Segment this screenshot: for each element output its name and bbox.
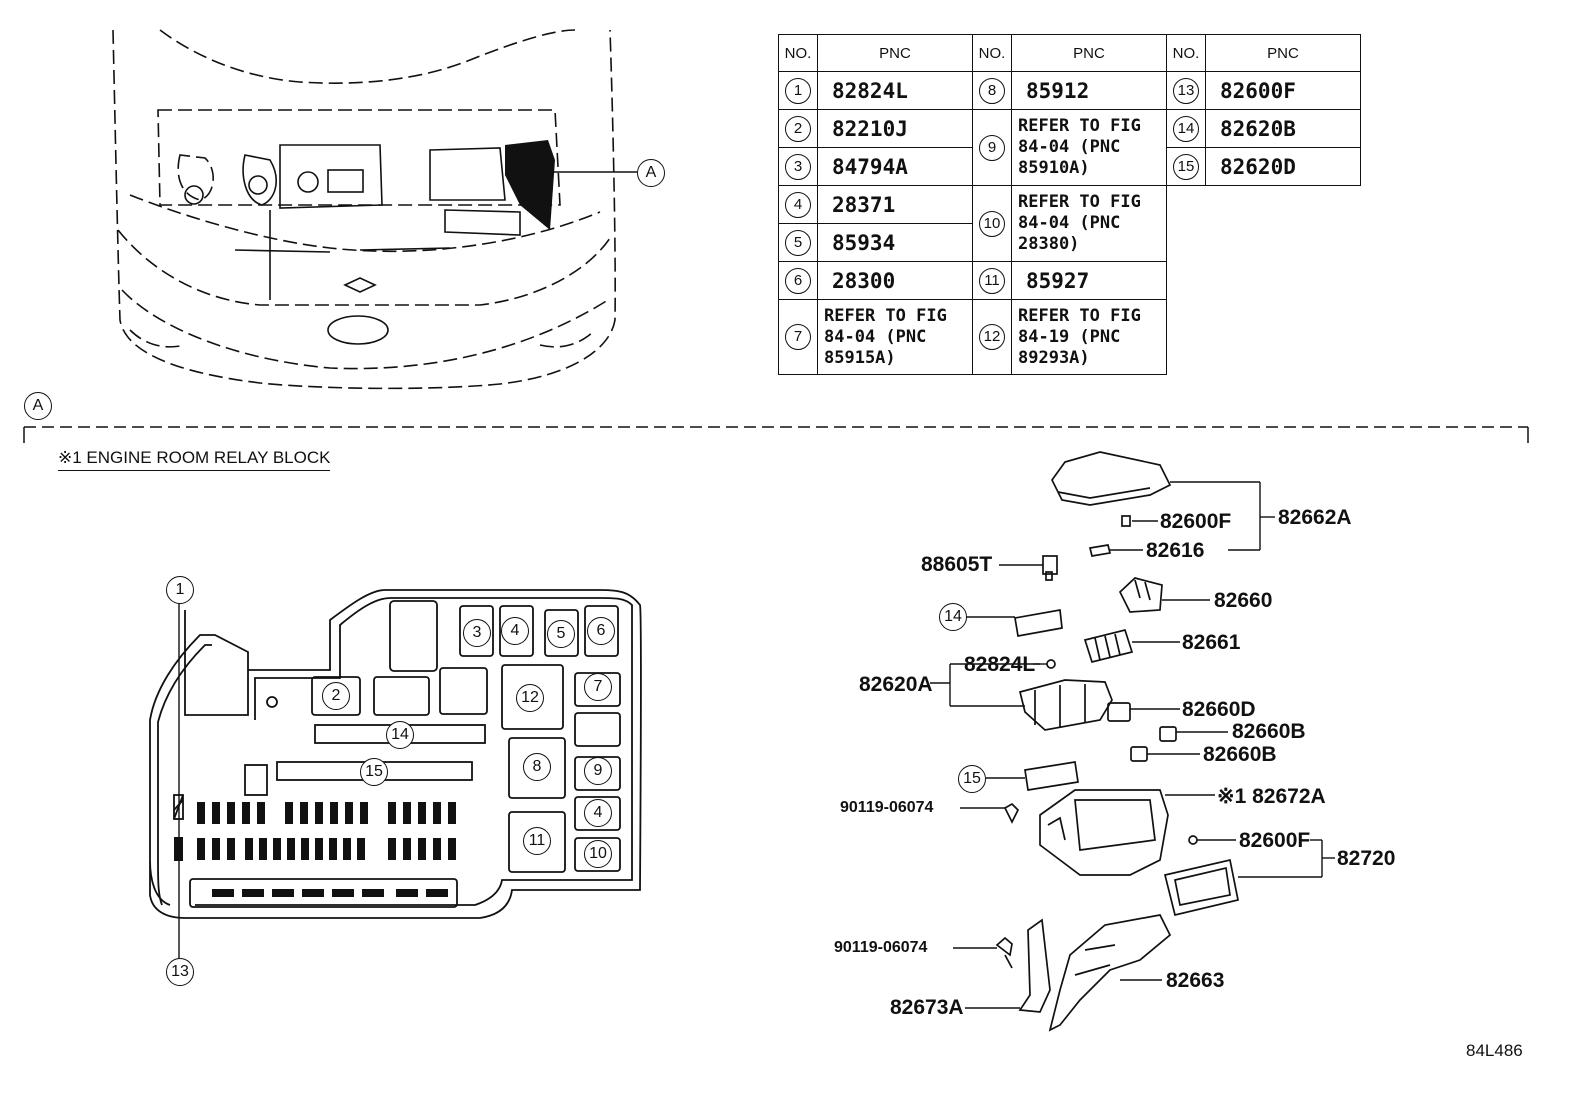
item-number: 1 (778, 71, 818, 110)
pnc-value: 82210J (817, 109, 973, 148)
callout-7: 7 (584, 673, 612, 701)
callout-13: 13 (166, 958, 194, 986)
callout-15-exploded: 15 (958, 765, 986, 793)
pnc-value: 28371 (817, 185, 973, 224)
label-82824L: 82824L (964, 653, 1036, 676)
callout-4: 4 (501, 617, 529, 645)
callout-9: 9 (584, 757, 612, 785)
relay-block-title: ※1 ENGINE ROOM RELAY BLOCK (58, 448, 331, 471)
item-number: 14 (1166, 109, 1206, 148)
callout-14: 14 (386, 721, 414, 749)
pnc-value: 85927 (1011, 261, 1167, 300)
label-82660: 82660 (1214, 589, 1273, 612)
header-pnc: PNC (1205, 34, 1361, 72)
label-88605T: 88605T (921, 553, 993, 576)
callout-6: 6 (587, 617, 615, 645)
item-number: 2 (778, 109, 818, 148)
pnc-reference: REFER TO FIG 84-04 (PNC 85910A) (1011, 109, 1167, 186)
pnc-value: 85934 (817, 223, 973, 262)
callout-8: 8 (523, 753, 551, 781)
pnc-value: 82620D (1205, 147, 1361, 186)
label-82600F-bottom: 82600F (1239, 829, 1311, 852)
pnc-value: 82600F (1205, 71, 1361, 110)
label-82663: 82663 (1166, 969, 1225, 992)
label-82662A: 82662A (1278, 506, 1352, 529)
callout-4b: 4 (584, 799, 612, 827)
label-82660D: 82660D (1182, 698, 1256, 721)
item-number: 7 (778, 299, 818, 375)
item-number: 4 (778, 185, 818, 224)
callout-12: 12 (516, 684, 544, 712)
item-number: 8 (972, 71, 1012, 110)
label-82616: 82616 (1146, 539, 1205, 562)
pnc-value: 82620B (1205, 109, 1361, 148)
pnc-reference: REFER TO FIG 84-04 (PNC 28380) (1011, 185, 1167, 262)
label-82660B-1: 82660B (1232, 720, 1306, 743)
marker-a-callout: A (637, 159, 665, 187)
callout-14-exploded: 14 (939, 603, 967, 631)
item-number: 6 (778, 261, 818, 300)
pnc-value: 84794A (817, 147, 973, 186)
pnc-value: 82824L (817, 71, 973, 110)
pnc-value: 28300 (817, 261, 973, 300)
header-no: NO. (778, 34, 818, 72)
callout-15: 15 (360, 758, 388, 786)
label-82620A: 82620A (859, 673, 933, 696)
callout-10: 10 (584, 840, 612, 868)
item-number: 13 (1166, 71, 1206, 110)
label-90119-06074-2: 90119-06074 (834, 939, 928, 956)
callout-2: 2 (322, 682, 350, 710)
callout-1: 1 (166, 576, 194, 604)
label-90119-06074-1: 90119-06074 (840, 799, 934, 816)
pnc-value: 85912 (1011, 71, 1167, 110)
item-number: 5 (778, 223, 818, 262)
section-a-marker: A (24, 392, 52, 420)
item-number: 15 (1166, 147, 1206, 186)
label-82720: 82720 (1337, 847, 1396, 870)
item-number: 12 (972, 299, 1012, 375)
figure-id: 84L486 (1466, 1041, 1523, 1060)
callout-11: 11 (523, 827, 551, 855)
item-number: 10 (972, 185, 1012, 262)
callout-3: 3 (463, 619, 491, 647)
header-no: NO. (1166, 34, 1206, 72)
label-82660B-2: 82660B (1203, 743, 1277, 766)
item-number: 11 (972, 261, 1012, 300)
label-82600F-top: 82600F (1160, 510, 1232, 533)
item-number: 3 (778, 147, 818, 186)
label-82661: 82661 (1182, 631, 1241, 654)
header-pnc: PNC (1011, 34, 1167, 72)
pnc-table: NO. PNC NO. PNC NO. PNC 1 82824L 8 85912… (778, 34, 1361, 375)
pnc-reference: REFER TO FIG 84-19 (PNC 89293A) (1011, 299, 1167, 375)
label-82673A: 82673A (890, 996, 964, 1019)
label-82672A: ※1 82672A (1217, 785, 1326, 808)
header-pnc: PNC (817, 34, 973, 72)
item-number: 9 (972, 109, 1012, 186)
header-no: NO. (972, 34, 1012, 72)
callout-5: 5 (547, 620, 575, 648)
pnc-reference: REFER TO FIG 84-04 (PNC 85915A) (817, 299, 973, 375)
